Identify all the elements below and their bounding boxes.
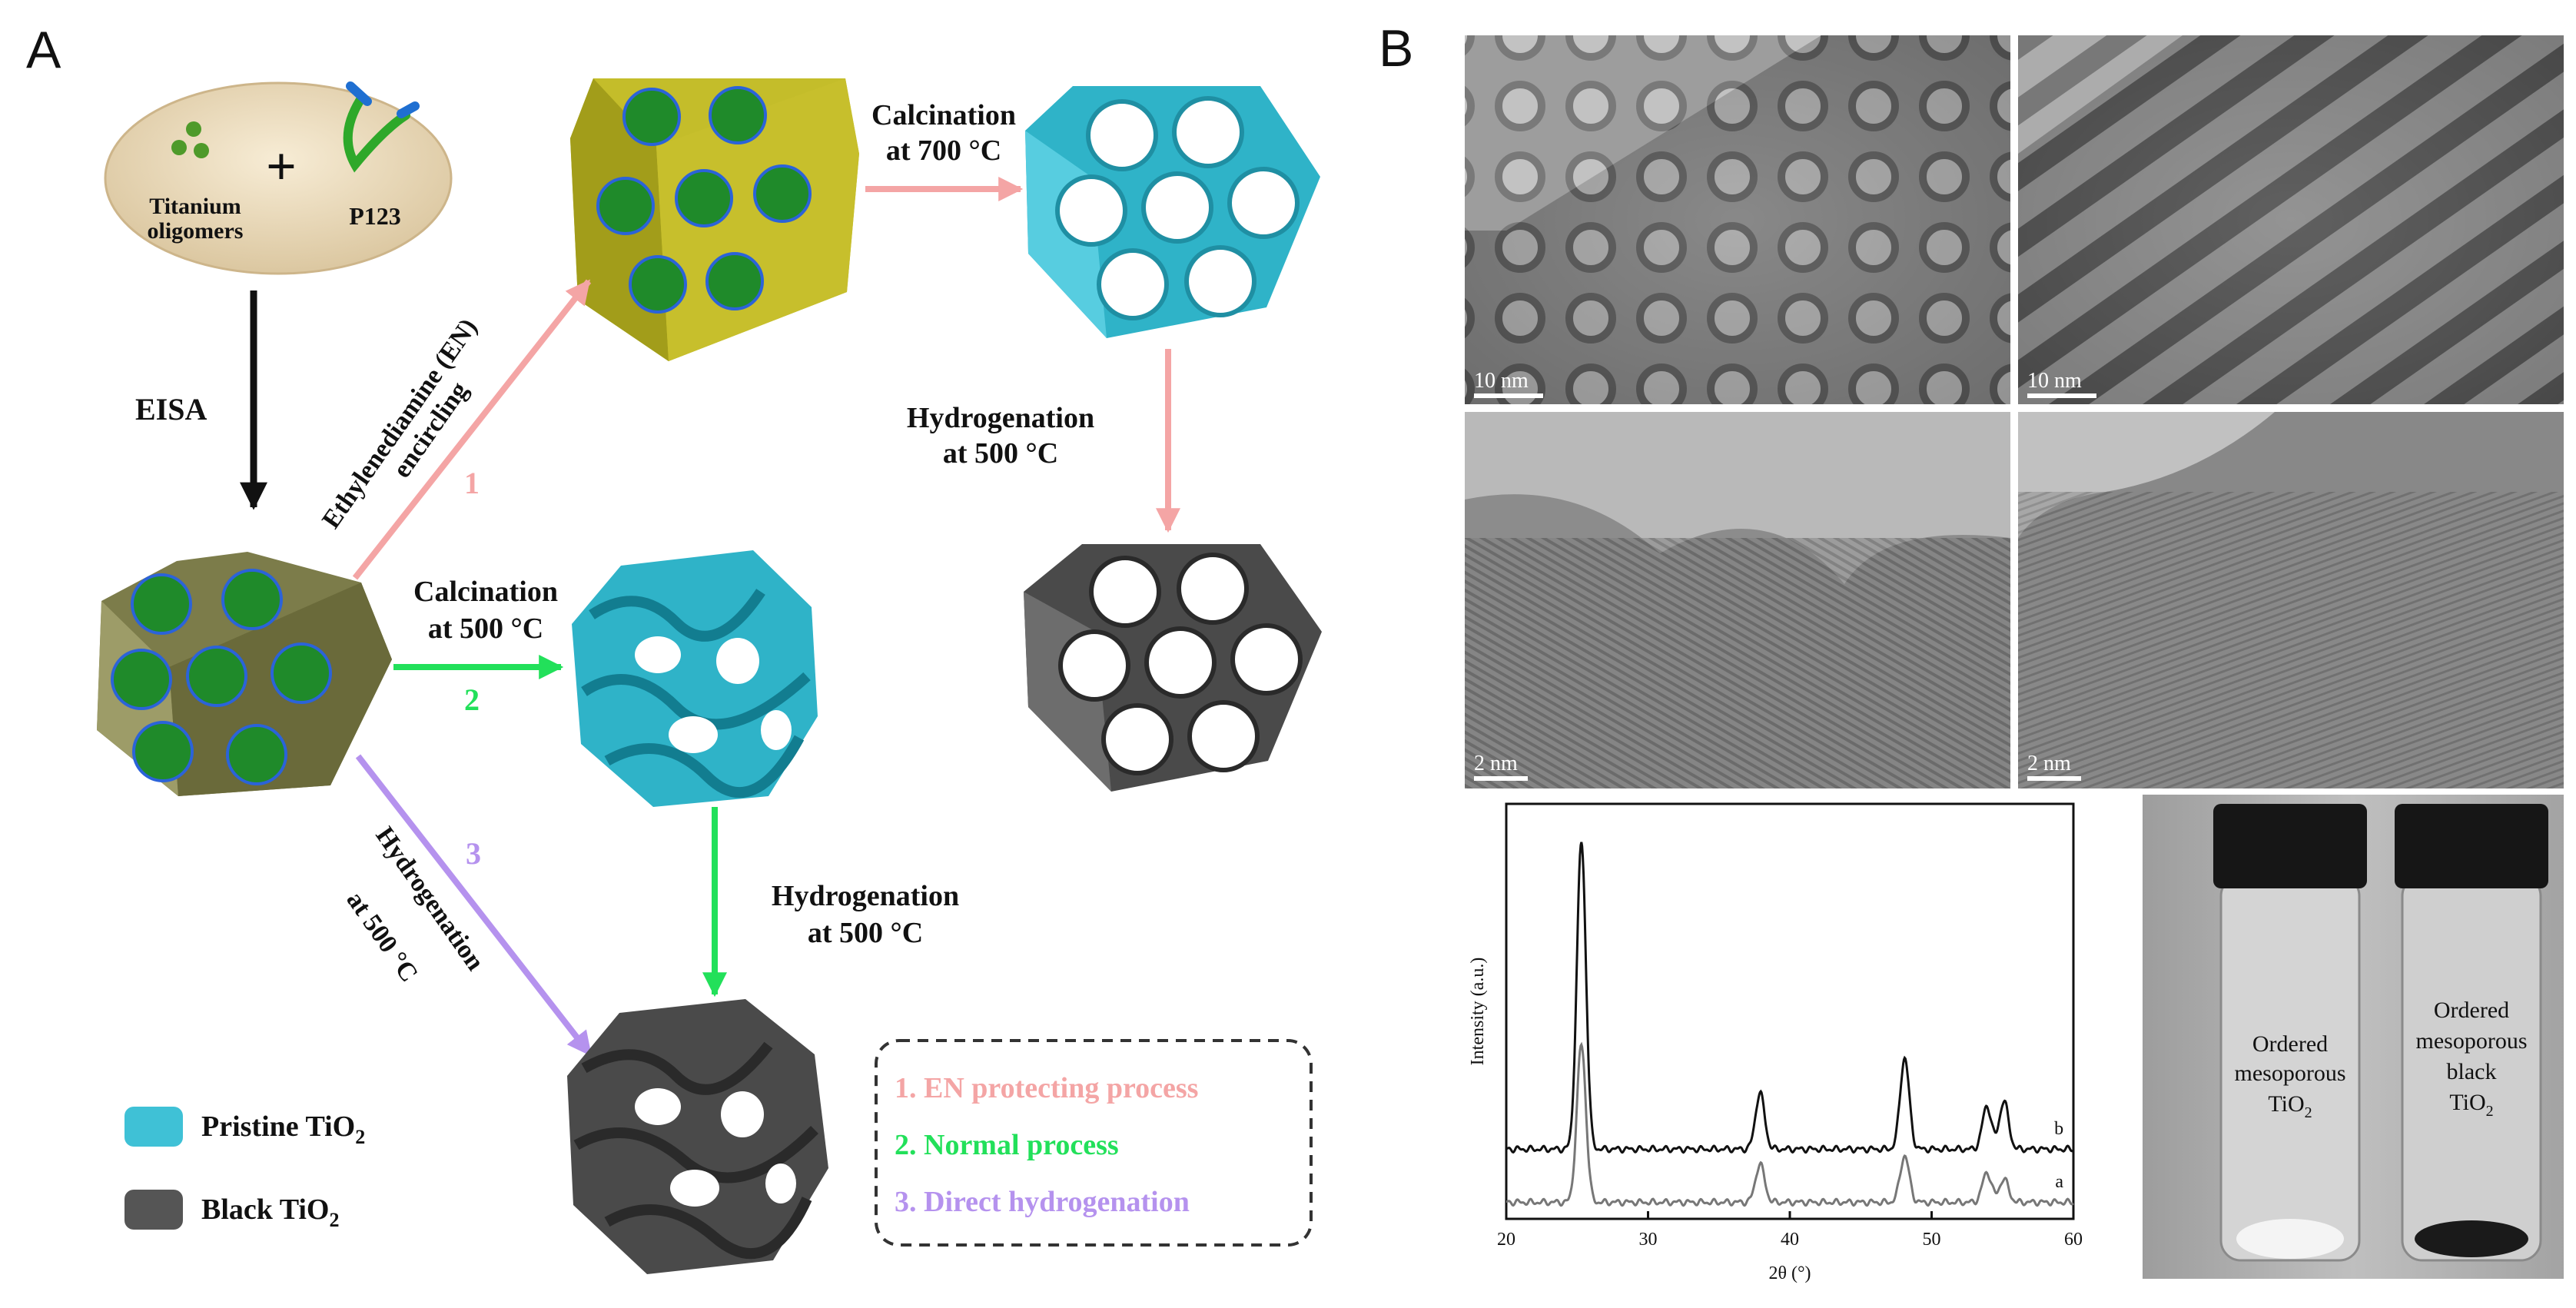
tem-image-2	[2018, 35, 2564, 404]
process-3-label: 3. Direct hydrogenation	[895, 1186, 1190, 1218]
scale-label-1: 10 nm	[1474, 369, 1529, 393]
xrd-x-tick-label: 50	[1923, 1230, 1941, 1250]
xrd-plot-frame	[1505, 802, 2075, 1220]
hydrogenation-middle-label-2: at 500 °C	[808, 917, 923, 949]
xrd-x-tick-label: 30	[1639, 1230, 1658, 1250]
titanium-label: Titanium	[149, 194, 241, 219]
calcination-500-label-2: at 500 °C	[428, 613, 543, 645]
titanium-dot-icon	[194, 143, 209, 158]
plus-sign: +	[266, 138, 297, 197]
process-2-label: 2. Normal process	[895, 1129, 1119, 1161]
vial-photo: Ordered mesoporous TiO2 Ordered mesoporo…	[2143, 795, 2564, 1279]
titanium-dot-icon	[186, 121, 201, 137]
hydrogenation-middle-label-1: Hydrogenation	[772, 880, 959, 912]
pristine-tio2-collapsed	[572, 550, 818, 807]
panel-label-b: B	[1379, 19, 1413, 78]
en-label-line1: Ethylenediamine (EN)	[317, 314, 483, 534]
vial-left-label-3: TiO2	[2268, 1091, 2312, 1121]
route1-number: 1	[464, 466, 480, 500]
legend-pristine-swatch	[124, 1107, 183, 1147]
vial-right	[2395, 804, 2548, 1262]
vial-right-label-4: TiO2	[2449, 1090, 2493, 1120]
p123-polymer-icon	[346, 81, 420, 118]
scale-label-3: 2 nm	[1474, 752, 1518, 775]
xrd-series-a	[1506, 1041, 2074, 1207]
legend-pristine-label: Pristine TiO2	[201, 1110, 365, 1148]
calcination-700-label-2: at 700 °C	[886, 134, 1001, 167]
panel-label-a: A	[26, 21, 61, 79]
oligomers-label: oligomers	[148, 218, 244, 244]
tem-image-1	[1465, 35, 2010, 404]
route1-arrow	[352, 279, 592, 580]
calcination-500-label-1: Calcination	[413, 576, 558, 608]
xrd-chart: 20 30 40 50 60 a b 2θ (°) Intensity (a.u.)	[1468, 802, 2083, 1283]
vial-right-label-3: black	[2447, 1059, 2497, 1084]
black-tio2-collapsed	[567, 999, 828, 1274]
process-legend-box	[875, 1039, 1313, 1247]
tem-image-4	[2018, 412, 2564, 788]
eisa-label: EISA	[135, 392, 207, 427]
p123-polymer-icon	[343, 94, 410, 173]
scale-bar-3	[1474, 776, 1528, 781]
xrd-x-tick-label: 60	[2064, 1230, 2083, 1250]
vial-left-label-1: Ordered	[2252, 1031, 2328, 1057]
vial-left	[2213, 804, 2367, 1262]
scale-bar-2	[2027, 393, 2096, 398]
titanium-dot-icon	[171, 140, 187, 155]
hydrogenation-right-label-2: at 500 °C	[943, 437, 1058, 470]
xrd-x-axis-label: 2θ (°)	[1768, 1263, 1811, 1283]
route3-number: 3	[466, 836, 481, 871]
xrd-x-tick-label: 40	[1781, 1230, 1799, 1250]
scale-bar-1	[1474, 393, 1543, 398]
tem-image-3	[1465, 412, 2010, 788]
route3-arrow	[355, 754, 593, 1057]
xrd-series-b	[1505, 842, 2074, 1154]
scale-label-4: 2 nm	[2027, 752, 2071, 775]
route2-number: 2	[464, 682, 480, 717]
xrd-series-label-a: a	[2055, 1172, 2063, 1192]
composite-hexagon-left	[97, 552, 392, 796]
calcination-700-label-1: Calcination	[871, 99, 1016, 131]
precursor-oval: + Titanium oligomers P123	[104, 81, 453, 275]
hydrogenation-diag-label-2: at 500 °C	[340, 886, 423, 987]
composite-hexagon-en	[570, 78, 859, 361]
p123-label: P123	[349, 202, 401, 230]
xrd-y-axis-label: Intensity (a.u.)	[1468, 958, 1488, 1066]
legend-black-label: Black TiO2	[201, 1193, 340, 1231]
xrd-x-tick-label: 20	[1497, 1230, 1515, 1250]
vial-right-label-2: mesoporous	[2416, 1028, 2528, 1054]
vial-left-label-2: mesoporous	[2235, 1061, 2346, 1086]
scale-bar-4	[2027, 776, 2081, 781]
xrd-series-label-b: b	[2054, 1119, 2063, 1139]
vial-right-label-1: Ordered	[2434, 998, 2509, 1023]
pristine-tio2-hexagon-top	[1025, 86, 1320, 338]
scale-label-2: 10 nm	[2027, 369, 2082, 393]
hydrogenation-right-label-1: Hydrogenation	[907, 402, 1094, 434]
black-tio2-hexagon-ordered	[1024, 544, 1322, 792]
process-1-label: 1. EN protecting process	[895, 1072, 1198, 1104]
legend-black-swatch	[124, 1190, 183, 1230]
